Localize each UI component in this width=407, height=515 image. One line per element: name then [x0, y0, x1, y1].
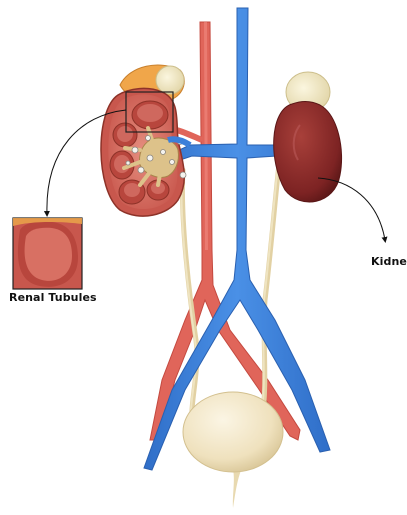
bladder	[183, 392, 283, 508]
kidney-right	[274, 72, 342, 202]
kidney-left-cross-section	[101, 65, 190, 216]
kidney-label: Kidney	[371, 255, 407, 268]
renal-tubules-inset	[13, 218, 82, 289]
renal-tubules-label: Renal Tubules	[9, 291, 97, 304]
